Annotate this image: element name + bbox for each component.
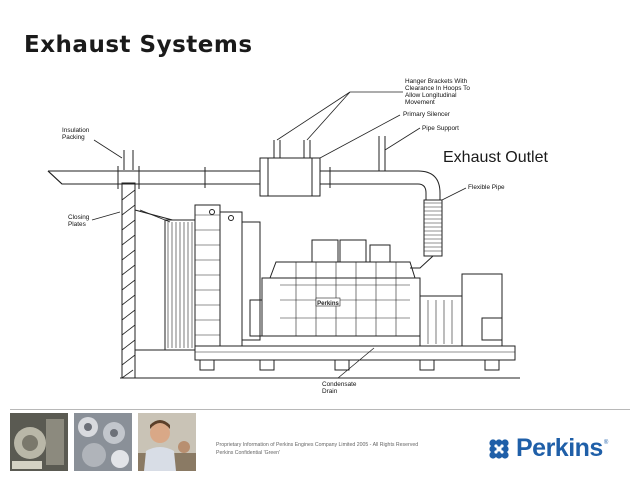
hanger-brackets bbox=[273, 136, 386, 171]
legal-notice: Proprietary Information of Perkins Engin… bbox=[216, 441, 418, 457]
label-insulation-line1: Insulation bbox=[62, 127, 90, 134]
label-condensate-line2: Drain bbox=[322, 388, 338, 395]
perkins-emblem-icon bbox=[489, 438, 509, 459]
label-hanger-line3: Allow Longitudinal bbox=[405, 92, 457, 99]
leader-lines bbox=[91, 91, 467, 379]
engine bbox=[249, 239, 421, 337]
label-closing-plates: Closing Plates bbox=[68, 214, 91, 228]
label-hanger-brackets: Hanger Brackets With Clearance In Hoops … bbox=[405, 78, 472, 106]
perkins-logo: Perkins ® bbox=[488, 434, 608, 463]
wall bbox=[121, 150, 136, 379]
exhaust-system-diagram: Perkins Insulation Packing Closing Plate… bbox=[47, 78, 549, 395]
exhaust-pipe bbox=[47, 166, 441, 200]
engine-badge-label: Perkins bbox=[317, 301, 339, 307]
technician-photo bbox=[138, 413, 196, 471]
label-insulation: Insulation Packing bbox=[62, 127, 91, 141]
radiator bbox=[164, 204, 261, 351]
cylinder-parts-photo bbox=[74, 413, 132, 471]
label-closing-plates-line2: Plates bbox=[68, 221, 86, 228]
engine-parts-photo bbox=[10, 413, 68, 471]
slide-title: Exhaust Systems bbox=[24, 32, 253, 58]
brand-name: Perkins bbox=[516, 434, 603, 462]
baseframe bbox=[120, 345, 520, 379]
alternator bbox=[419, 273, 503, 347]
label-closing-plates-line1: Closing bbox=[68, 214, 90, 221]
legal-line-2: Perkins Confidential 'Green' bbox=[216, 450, 280, 456]
label-insulation-line2: Packing bbox=[62, 134, 85, 141]
label-hanger-line2: Clearance In Hoops To bbox=[405, 85, 470, 92]
flexible-pipe bbox=[410, 199, 443, 269]
label-condensate-drain: Condensate Drain bbox=[322, 381, 358, 395]
label-hanger-line1: Hanger Brackets With bbox=[405, 78, 468, 85]
footer-divider bbox=[10, 409, 630, 410]
label-condensate-line1: Condensate bbox=[322, 381, 357, 388]
legal-line-1: Proprietary Information of Perkins Engin… bbox=[216, 442, 419, 448]
label-flexible-pipe: Flexible Pipe bbox=[468, 184, 505, 191]
label-exhaust-outlet: Exhaust Outlet bbox=[443, 149, 549, 166]
registered-mark: ® bbox=[603, 440, 609, 446]
label-primary-silencer: Primary Silencer bbox=[403, 111, 451, 118]
label-hanger-line4: Movement bbox=[405, 99, 435, 106]
label-pipe-support: Pipe Support bbox=[422, 125, 459, 132]
primary-silencer bbox=[259, 157, 321, 197]
